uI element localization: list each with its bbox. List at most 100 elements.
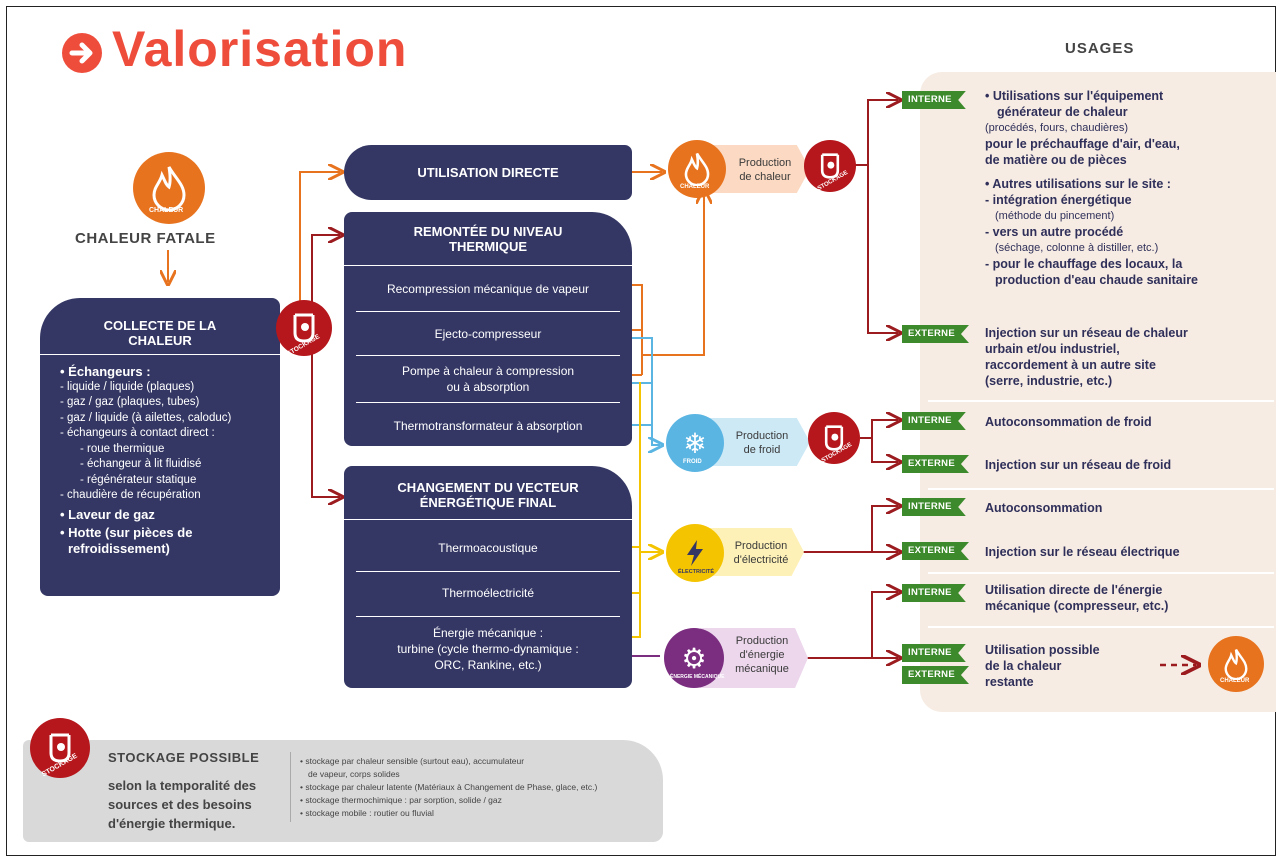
tag-interne: INTERNE xyxy=(902,644,966,662)
collecte-title-line2: CHALEUR xyxy=(128,333,192,348)
production-label-line: Production xyxy=(738,157,792,169)
stockage-list-item: • stockage mobile : routier ou fluvial xyxy=(300,808,434,818)
tag-interne: INTERNE xyxy=(902,498,966,516)
changement-title-line2: ÉNERGÉTIQUE FINAL xyxy=(419,495,557,510)
stockage-icon xyxy=(276,300,332,356)
changement-item: Thermoélectricité xyxy=(441,586,535,600)
utilisation-directe-box: UTILISATION DIRECTE xyxy=(344,145,632,200)
stockage-icon xyxy=(808,412,860,464)
usages-divider xyxy=(928,626,1274,628)
usages-panel xyxy=(920,72,1276,712)
production-chaleur-label: Production de chaleur xyxy=(730,156,800,184)
remontee-box: REMONTÉE DU NIVEAU THERMIQUE Recompressi… xyxy=(344,212,632,446)
production-label-line: de chaleur xyxy=(739,171,791,183)
stockage-list-item: de vapeur, corps solides xyxy=(308,769,400,779)
chaleur-restante-icon xyxy=(1208,636,1264,692)
echangeur-item: - gaz / liquide (à ailettes, caloduc) xyxy=(60,411,232,424)
usage-line: - vers un autre procédé xyxy=(985,225,1124,239)
usage-line: (procédés, fours, chaudières) xyxy=(985,122,1129,134)
remontee-separator xyxy=(356,402,620,403)
electricite-icon-label: ÉLECTRICITÉ xyxy=(678,569,715,575)
production-label-line: Production xyxy=(735,635,789,647)
remontee-title-line2: THERMIQUE xyxy=(449,239,527,254)
utilisation-directe-title: UTILISATION DIRECTE xyxy=(417,165,559,180)
stockage-divider xyxy=(290,752,291,822)
usage-line: pour le préchauffage d'air, d'eau, xyxy=(985,137,1180,151)
echangeur-subitem: - roue thermique xyxy=(80,442,165,455)
usage-line: de la chaleur xyxy=(985,659,1062,673)
collecte-divider xyxy=(40,354,280,355)
changement-separator xyxy=(356,616,620,617)
usages-title: USAGES xyxy=(1065,40,1135,57)
chaleur-flame-icon xyxy=(133,152,205,224)
usage-line: générateur de chaleur xyxy=(997,105,1128,119)
usage-line: - intégration énergétique xyxy=(985,193,1132,207)
chaleur-production-icon xyxy=(668,140,726,198)
remontee-title-line1: REMONTÉE DU NIVEAU xyxy=(413,224,563,239)
usage-chaleur-interne: • Utilisations sur l'équipement générate… xyxy=(985,88,1265,288)
stockage-icon xyxy=(804,140,856,192)
usage-line: raccordement à un autre site xyxy=(985,358,1156,372)
changement-box: CHANGEMENT DU VECTEUR ÉNERGÉTIQUE FINAL … xyxy=(344,466,632,688)
changement-separator xyxy=(356,571,620,572)
stockage-list-item: • stockage par chaleur latente (Matériau… xyxy=(300,782,598,792)
usage-line: (séchage, colonne à distiller, etc.) xyxy=(995,242,1159,254)
stockage-list-item: • stockage thermochimique : par sorption… xyxy=(300,795,502,805)
remontee-separator xyxy=(356,311,620,312)
tag-externe: EXTERNE xyxy=(902,542,969,560)
changement-item: Énergie mécanique : xyxy=(432,626,544,640)
echangeurs-heading: • Échangeurs : xyxy=(60,364,151,379)
hotte-item-line2: refroidissement) xyxy=(68,540,170,556)
snowflake-icon: ❄ xyxy=(666,414,724,472)
usage-line: Utilisation directe de l'énergie xyxy=(985,583,1163,597)
usages-divider xyxy=(928,400,1274,402)
mecanique-icon-label: ÉNERGIE MÉCANIQUE xyxy=(670,674,725,680)
usage-line: restante xyxy=(985,675,1034,689)
usage-line: Utilisation possible xyxy=(985,643,1100,657)
echangeur-subitem: - régénérateur statique xyxy=(80,473,197,486)
production-label-line: Production xyxy=(734,540,788,552)
stockage-subtitle-line: selon la temporalité des xyxy=(108,778,257,793)
tag-interne: INTERNE xyxy=(902,584,966,602)
production-mecanique-label: Production d'énergie mécanique xyxy=(726,634,798,676)
usage-froid-interne: Autoconsommation de froid xyxy=(985,415,1152,429)
echangeur-item: - échangeurs à contact direct : xyxy=(60,427,215,439)
usage-line: production d'eau chaude sanitaire xyxy=(995,273,1199,287)
echangeur-item: - gaz / gaz (plaques, tubes) xyxy=(60,396,200,408)
echangeur-subitem: - échangeur à lit fluidisé xyxy=(80,458,202,470)
stockage-possible-title: STOCKAGE POSSIBLE xyxy=(108,750,260,765)
usage-line: (serre, industrie, etc.) xyxy=(985,374,1113,388)
laveur-item: • Laveur de gaz xyxy=(60,506,155,522)
usage-chaleur-restante: Utilisation possible de la chaleur resta… xyxy=(985,642,1100,690)
page-title: Valorisation xyxy=(112,21,408,77)
changement-title-line1: CHANGEMENT DU VECTEUR xyxy=(397,480,579,495)
usage-line: (méthode du pincement) xyxy=(995,210,1115,222)
lightning-icon xyxy=(666,524,724,582)
usage-line: de matière ou de pièces xyxy=(985,153,1127,167)
tag-externe: EXTERNE xyxy=(902,455,969,473)
usage-line: urbain et/ou industriel, xyxy=(985,342,1120,356)
echangeur-item: - liquide / liquide (plaques) xyxy=(60,380,195,393)
chaleur-fatale-title: CHALEUR FATALE xyxy=(75,230,216,247)
usage-line: - pour le chauffage des locaux, la xyxy=(985,257,1183,271)
usage-chaleur-externe: Injection sur un réseau de chaleur urbai… xyxy=(985,325,1265,389)
usage-elec-externe: Injection sur le réseau électrique xyxy=(985,545,1180,559)
remontee-item: ou à absorption xyxy=(446,380,530,394)
stockage-list: • stockage par chaleur sensible (surtout… xyxy=(300,755,597,820)
usages-divider xyxy=(928,572,1274,574)
production-electricite-label: Production d'électricité xyxy=(726,539,796,567)
chaleur-restante-icon-label: CHALEUR xyxy=(1220,678,1250,684)
changement-item: Thermoacoustique xyxy=(438,541,538,555)
remontee-item: Ejecto-compresseur xyxy=(434,327,542,341)
production-label-line: mécanique xyxy=(735,663,789,675)
production-label-line: de froid xyxy=(743,444,781,456)
title-arrow-icon xyxy=(62,33,102,73)
remontee-item: Pompe à chaleur à compression xyxy=(401,364,575,378)
stockage-legend-icon xyxy=(30,718,90,778)
tag-externe: EXTERNE xyxy=(902,325,969,343)
chaleur-production-icon-label: CHALEUR xyxy=(680,184,710,190)
echangeur-item: - chaudière de récupération xyxy=(60,489,201,501)
remontee-item: Recompression mécanique de vapeur xyxy=(386,282,590,296)
production-froid-label: Production de froid xyxy=(726,429,798,457)
collecte-box: COLLECTE DE LA CHALEUR • Échangeurs : - … xyxy=(40,298,280,596)
